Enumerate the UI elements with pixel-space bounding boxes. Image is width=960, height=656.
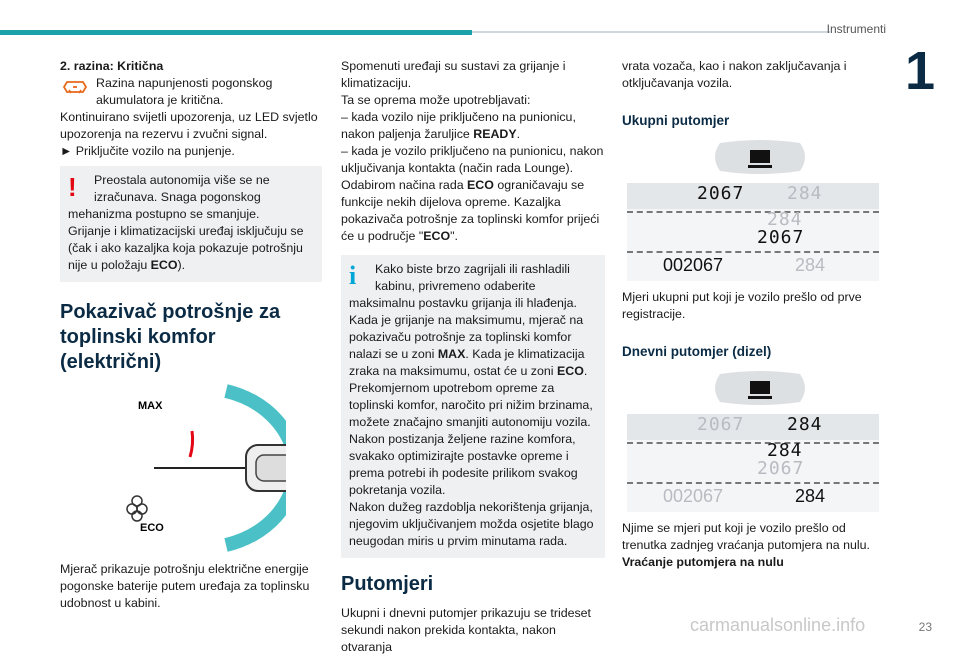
trip-total-mid: 2067 [757,458,805,479]
gauge-arc [224,384,286,552]
intro-text: Spomenuti uređaji su sustavi za grijanje… [341,59,566,90]
cont-text: vrata vozača, kao i nakon zaključavanja … [622,59,847,90]
info-e: Nakon dužeg razdoblja nekorištenja grija… [349,500,594,548]
column-2: Spomenuti uređaji su sustavi za grijanje… [341,58,605,656]
button-icon [715,371,805,405]
info-c: Prekomjernom upotrebom opreme za toplins… [349,381,593,429]
info-a: maksimalnu postavku grijanja ili hlađenj… [349,296,577,310]
trip-big-value: 002067 [663,486,724,506]
level-title: 2. razina: Kritična [60,59,164,73]
consumption-heading: Pokazivač potrošnje za toplinski komfor … [60,301,281,373]
page-number: 23 [918,620,932,634]
total-small-value: 284 [795,255,826,275]
column-3: vrata vozača, kao i nakon zaključavanja … [622,58,884,571]
action-text: ► Priključite vozilo na punjenje. [60,144,235,158]
fan-icon [126,495,148,522]
warning-icon: ! [68,172,77,202]
total-value-top: 2067 [697,183,745,204]
button-icon [715,140,805,174]
gauge-max-label: MAX [138,400,163,412]
warning-rest-2: Grijanje i klimatizacijski uređaj isklju… [68,224,304,272]
total-odometer-display: 2067 284 284 2067 002067 284 [627,183,879,281]
eco-text: Odabirom načina rada ECO ograničavaju se… [341,178,600,243]
watermark: carmanualsonline.info [690,615,866,635]
total-text: Mjeri ukupni put koji je vozilo prešlo o… [622,290,862,321]
used-when-text: Ta se oprema može upotrebljavati: [341,93,531,107]
odometers-heading: Putomjeri [341,573,434,595]
trip-value-top: 284 [787,414,823,435]
warning-lead: Preostala autonomija više se ne izračuna… [94,173,270,204]
total-trip-top: 284 [787,183,823,204]
header-line [472,31,830,33]
odometers-text: Ukupni i dnevni putomjer prikazuju se tr… [341,606,592,654]
consumption-gauge-figure: MAX ECO [126,384,286,552]
info-lead: Kako biste brzo zagrijali ili rashladili… [375,262,570,293]
warning-note: ! Preostala autonomija više se ne izraču… [60,166,322,282]
gauge-eco-label: ECO [140,522,164,534]
info-b: Kada je grijanje na maksimumu, mjerač na… [349,313,588,378]
chapter-number: 1 [904,41,936,101]
info-icon: i [349,261,357,290]
trip-total-top: 2067 [697,414,745,435]
header-bar [0,30,472,35]
reset-heading: Vraćanje putomjera na nulu [622,555,784,569]
section-title: Instrumenti [826,22,886,36]
bullet-2: – kada je vozilo priključeno na punionic… [341,144,604,175]
bullet-1: – kada vozilo nije priključeno na punion… [341,110,576,141]
total-value-mid: 2067 [757,227,805,248]
warning-rest: mehanizma postupno se smanjuje. [68,207,260,221]
trip-value-mid: 284 [767,440,803,461]
gauge-caption: Mjerač prikazuje potrošnju električne en… [60,562,310,610]
level-desc: Razina napunjenosti pogonskog akumulator… [96,76,273,107]
total-big-value: 002067 [663,255,724,275]
info-d: Nakon postizanja željene razine komfora,… [349,432,578,497]
info-note: i Kako biste brzo zagrijali ili rashladi… [341,255,605,558]
trip-text: Njime se mjeri put koji je vozilo prešlo… [622,521,870,552]
column-1: 2. razina: Kritična Razina napunjenosti … [60,58,322,612]
battery-warning-icon [62,81,88,94]
total-odometer-heading: Ukupni putomjer [622,113,730,128]
level-row: Razina napunjenosti pogonskog akumulator… [60,75,322,109]
trip-odometer-display: 2067 284 284 2067 002067 284 [627,414,879,512]
total-trip-mid: 284 [767,209,803,230]
trip-odometer-heading: Dnevni putomjer (dizel) [622,344,772,359]
level-text: Kontinuirano svijetli upozorenja, uz LED… [60,110,318,141]
trip-small-value: 284 [795,486,826,506]
gauge-red-zone [188,430,195,458]
